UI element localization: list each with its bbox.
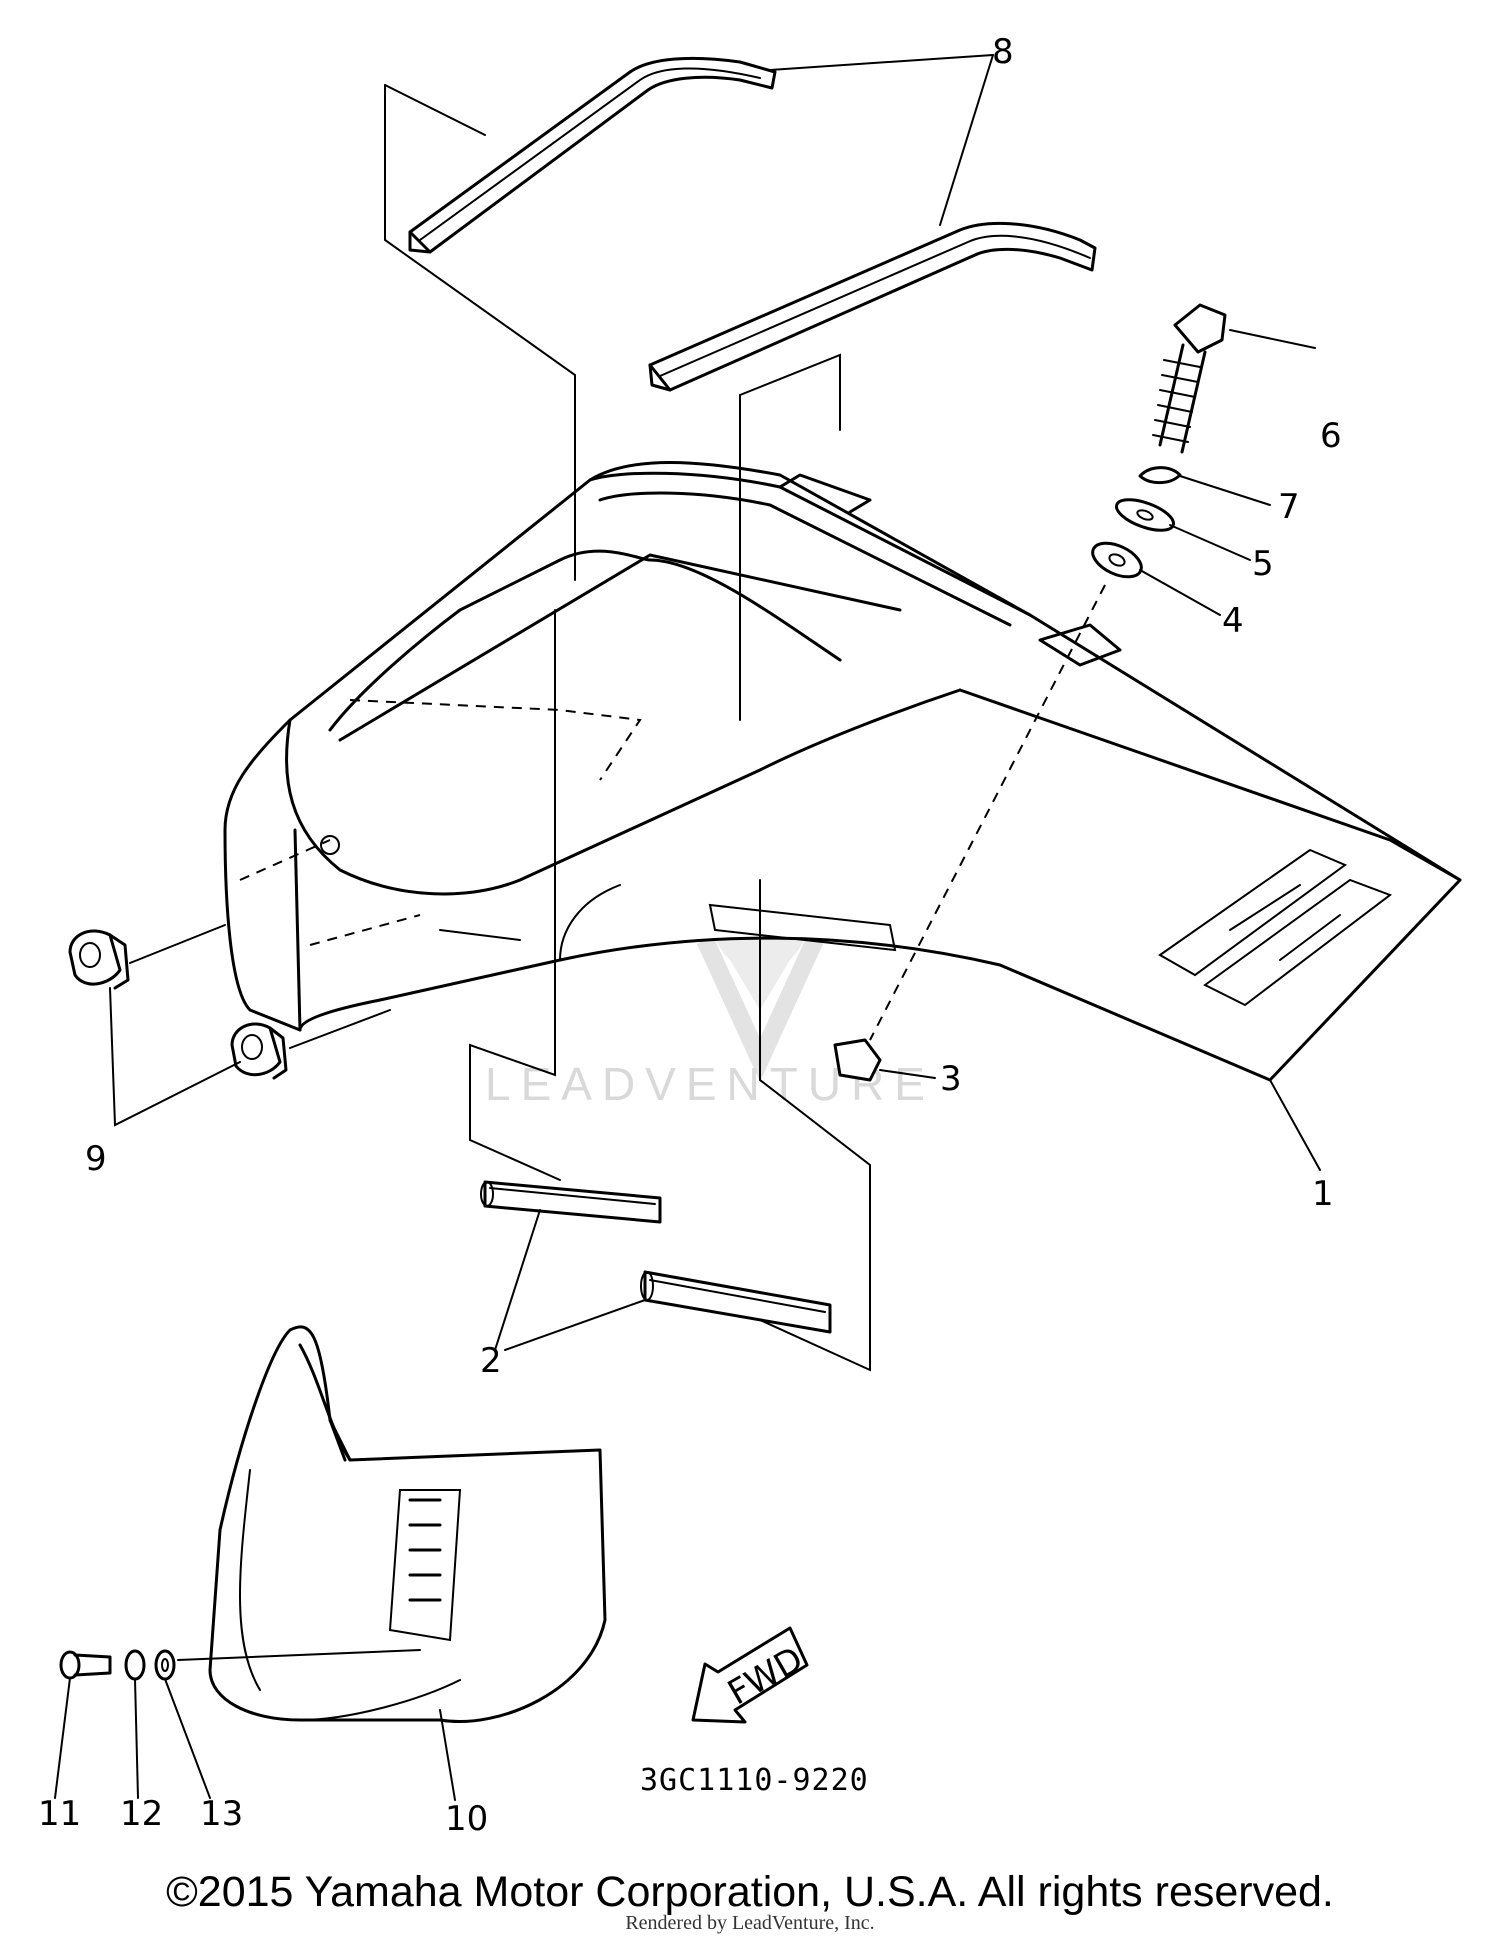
part-1-top-cowling xyxy=(223,461,1462,1082)
callout-6: 6 xyxy=(1320,416,1342,456)
part-2-pad-lower xyxy=(640,1270,832,1334)
guide-lines xyxy=(384,84,871,1372)
callout-12: 12 xyxy=(120,1794,163,1834)
callout-1: 1 xyxy=(1312,1174,1334,1214)
callout-13: 13 xyxy=(200,1794,243,1834)
fwd-arrow: FWD xyxy=(691,1626,810,1724)
callout-3: 3 xyxy=(940,1059,962,1099)
part-12-washer xyxy=(124,1649,146,1681)
callout-numbers: 8 6 7 5 4 3 1 9 2 11 12 13 10 xyxy=(38,32,1342,1839)
part-9-grommet-lower xyxy=(230,1022,288,1080)
part-3-nut xyxy=(833,1038,882,1082)
part-8-seal-strip-lower xyxy=(648,221,1097,392)
leader-9-b xyxy=(289,1009,391,1049)
part-2-pad-upper xyxy=(480,1180,662,1224)
part-10-bottom-cover xyxy=(208,1325,607,1723)
callout-7: 7 xyxy=(1278,487,1300,527)
callout-11: 11 xyxy=(38,1794,81,1834)
leader-13-cover xyxy=(177,1649,421,1661)
drawing-code: 3GC1110-9220 xyxy=(640,1763,869,1798)
part-7-lock-washer xyxy=(1138,466,1182,485)
rendered-by-notice: Rendered by LeadVenture, Inc. xyxy=(625,1912,875,1934)
part-11-screw xyxy=(59,1650,112,1680)
callout-8: 8 xyxy=(992,32,1014,72)
fastener-axis xyxy=(869,584,1106,1041)
part-4-grommet xyxy=(1091,541,1143,579)
callout-2: 2 xyxy=(480,1341,502,1381)
callout-10: 10 xyxy=(445,1799,488,1839)
callout-leaders xyxy=(54,54,1321,1801)
part-6-bolt xyxy=(1152,303,1227,454)
callout-5: 5 xyxy=(1252,544,1274,584)
part-13-nut xyxy=(154,1649,176,1681)
leader-9-a xyxy=(129,924,226,964)
part-5-washer xyxy=(1115,498,1175,532)
copyright-notice: ©2015 Yamaha Motor Corporation, U.S.A. A… xyxy=(166,1868,1334,1916)
callout-4: 4 xyxy=(1222,601,1244,641)
callout-9: 9 xyxy=(85,1139,107,1179)
part-9-grommet-upper xyxy=(68,929,130,990)
part-8-seal-strip-upper xyxy=(408,56,777,254)
